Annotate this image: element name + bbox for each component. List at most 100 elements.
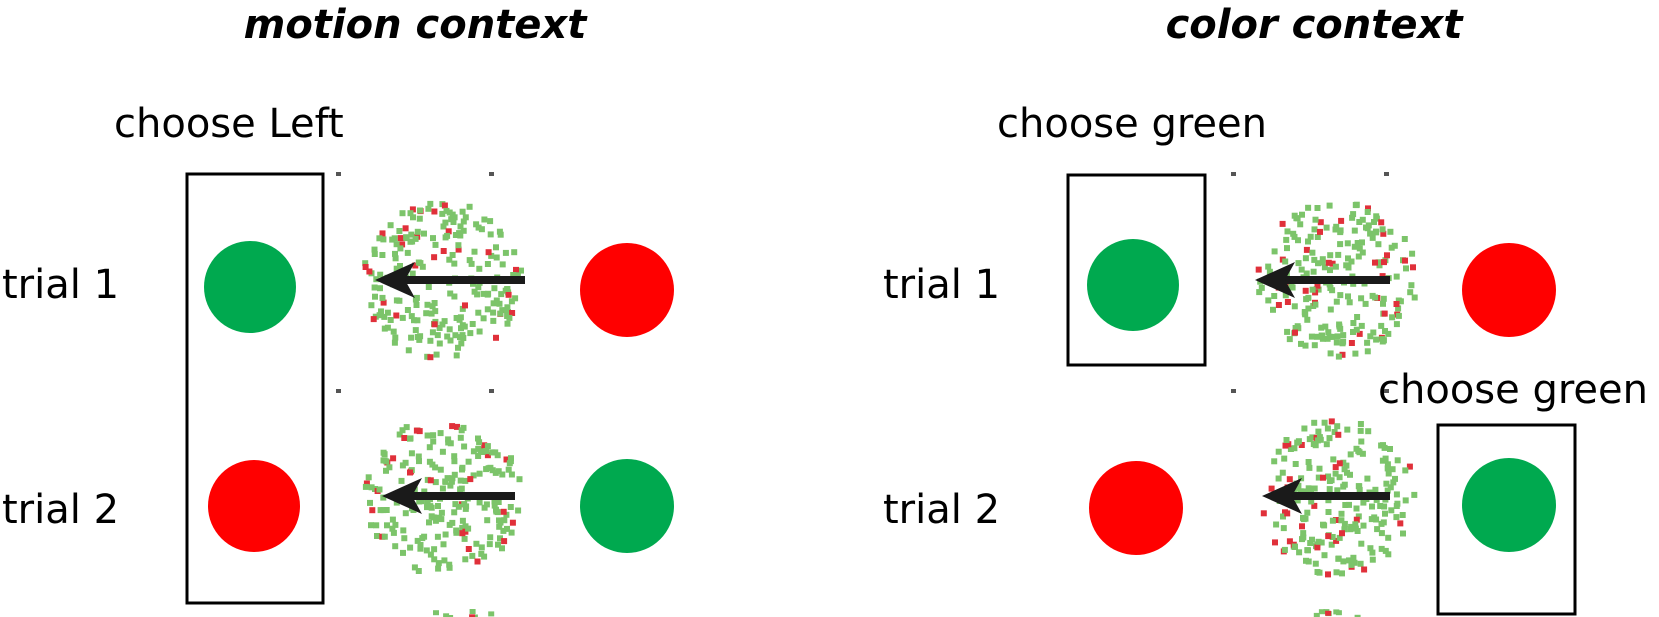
stimulus-dot [379,252,386,258]
stimulus-dot [457,434,464,441]
stimulus-dot [505,309,511,315]
stimulus-dot [1374,526,1381,533]
stimulus-dot [380,299,387,306]
stimulus-dot [427,200,434,207]
stimulus-dot [459,332,466,339]
stimulus-dot [392,521,399,528]
stimulus-dot [506,314,513,321]
stimulus-dot [1319,335,1326,342]
stimulus-dot [1401,236,1408,242]
stimulus-dot [448,478,455,485]
stimulus-dot [1400,530,1406,537]
stimulus-dot [463,503,470,510]
stimulus-dot [442,478,449,485]
stimulus-dot [1399,512,1406,518]
stimulus-dot [1350,329,1356,335]
stimulus-dot [504,525,510,532]
stimulus-dot [1385,551,1392,558]
stimulus-dot [1334,333,1341,340]
stimulus-dot [1356,486,1363,493]
stimulus-dot [1328,541,1335,548]
motion-choice-frame [185,172,325,605]
stimulus-dot [460,227,467,234]
stimulus-dot [504,304,511,311]
stimulus-dot [1380,230,1387,237]
stimulus-dot [408,231,415,238]
stimulus-dot [407,210,414,217]
stimulus-dot [1286,538,1293,545]
stimulus-dot [376,486,383,493]
stimulus-dot [1362,300,1369,307]
stimulus-dot [1299,211,1305,218]
stimulus-dot [504,320,511,327]
stimulus-dot [413,302,420,308]
stimulus-dot [1359,239,1365,246]
stimulus-dot [508,529,515,536]
arrow-head [375,262,415,298]
stimulus-dot [501,517,508,524]
motion-trial-3-dot-stimulus-partial [433,609,495,617]
stimulus-dot [1344,426,1351,433]
stimulus-dot [451,453,458,460]
corner-mark [489,172,494,176]
stimulus-dot [399,314,406,321]
stimulus-dot [1369,292,1376,299]
stimulus-dot [1364,475,1371,482]
stimulus-dot [1325,473,1332,480]
stimulus-dot [1283,236,1290,243]
stimulus-dot [500,508,507,515]
stimulus-dot [1285,441,1292,448]
stimulus-dot [451,458,458,465]
arrow-head [1255,262,1295,298]
corner-mark [489,389,494,393]
stimulus-dot [1325,259,1332,266]
stimulus-dot [1268,485,1275,492]
stimulus-dot [402,225,409,232]
stimulus-dot [1378,530,1385,537]
stimulus-dot [1302,255,1309,262]
stimulus-dot [1382,510,1388,517]
stimulus-dot [1371,219,1377,225]
stimulus-dot [487,231,494,238]
stimulus-dot [1372,486,1379,493]
stimulus-dot [493,244,499,251]
stimulus-dot [1327,350,1334,357]
motion-trial-1-dot-stimulus [336,172,524,361]
stimulus-dot [496,523,503,530]
stimulus-dot [1345,264,1352,271]
stimulus-dot [475,453,482,459]
stimulus-dot [1282,292,1289,299]
stimulus-dot [497,310,504,317]
stimulus-dot [1307,233,1314,240]
stimulus-dot [432,479,439,486]
stimulus-dot [1352,202,1359,208]
stimulus-dot [440,248,447,254]
stimulus-dot [465,546,472,552]
stimulus-dot [1292,325,1299,331]
stimulus-dot [428,310,435,317]
stimulus-dot [1353,516,1360,523]
stimulus-dot [1358,295,1365,302]
stimulus-dot [403,234,410,241]
stimulus-dot [1318,609,1325,615]
stimulus-dot [1358,438,1365,445]
stimulus-dot [1388,507,1395,514]
stimulus-dot [381,313,388,320]
stimulus-dot [1389,314,1396,321]
stimulus-dot [1346,299,1353,306]
stimulus-dot [1341,466,1348,473]
stimulus-dot [508,298,515,305]
stimulus-dot [416,215,423,222]
color-trial-2-label: trial 2 [883,487,1000,533]
stimulus-dot [1279,220,1286,227]
stimulus-dot [449,423,456,430]
stimulus-dot [1352,521,1359,528]
stimulus-dot [1295,237,1301,244]
stimulus-dot [1393,301,1400,307]
stimulus-dot [412,235,419,242]
corner-mark [1231,389,1236,393]
stimulus-dot [1395,312,1402,319]
stimulus-dot [445,436,452,443]
stimulus-dot [1321,264,1328,271]
stimulus-dot [1271,458,1278,465]
